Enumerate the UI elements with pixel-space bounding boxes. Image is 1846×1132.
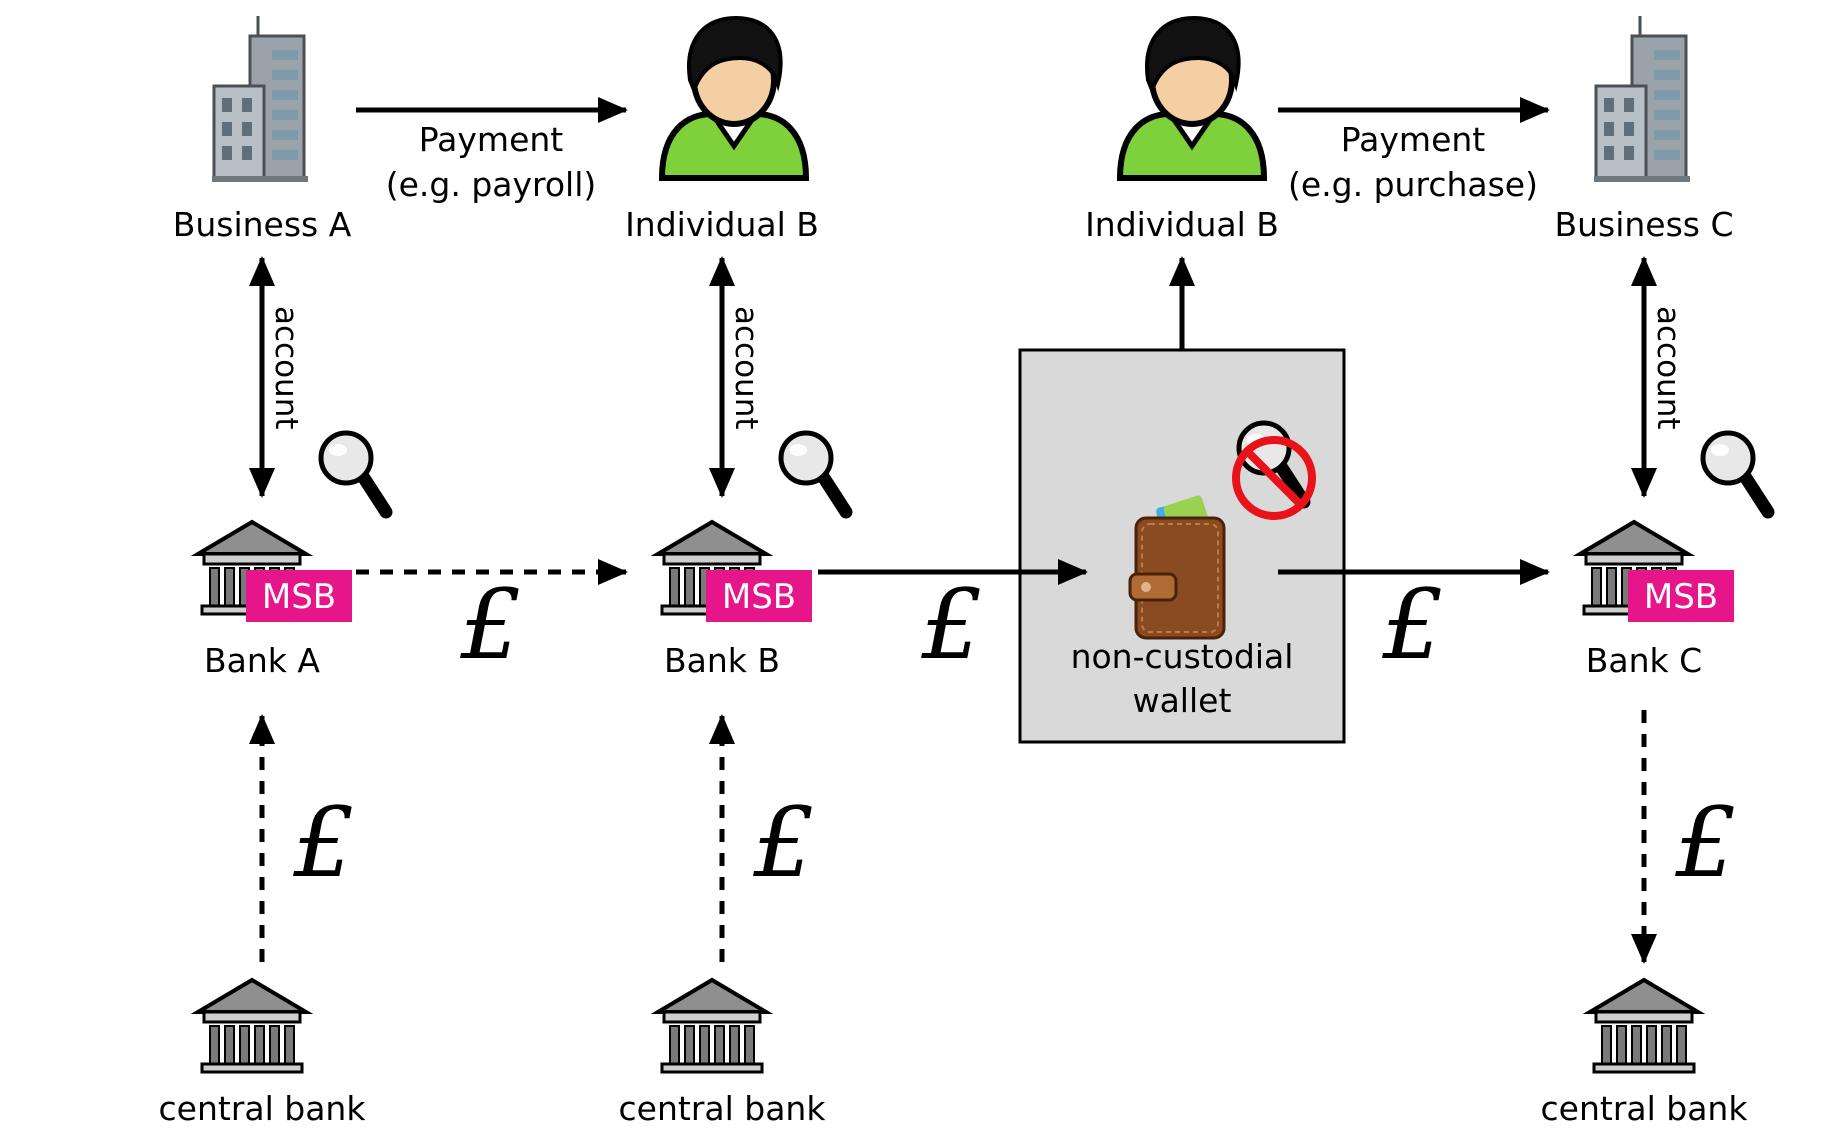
pound-sign-a-b: £ [459,569,521,681]
bank-a-label: Bank A [204,641,320,680]
magnifying-glass-icon [1703,433,1768,512]
central-bank-a-icon [196,978,308,1074]
wallet-label-line1: non-custodial [1071,637,1294,676]
prohibited-icon [1232,436,1316,520]
account-label-c: account [1650,306,1686,430]
central-bank-c-label: central bank [1541,1089,1749,1128]
account-label-b: account [728,306,764,430]
payment-left-line1: Payment [419,120,564,159]
msb-label-a: MSB [262,577,336,617]
payment-right-line2: (e.g. purchase) [1288,165,1538,204]
wallet-box [1018,348,1346,744]
business-a-label: Business A [173,205,352,244]
msb-badge-b [706,570,812,622]
msb-label-c: MSB [1644,577,1718,617]
business-c-icon [1592,14,1692,184]
business-c-label: Business C [1554,205,1733,244]
individual-b-left-label: Individual B [625,205,819,244]
payment-right-line1: Payment [1341,120,1486,159]
wallet-icon [1128,495,1226,640]
central-bank-b-label: central bank [619,1089,827,1128]
pound-sign-central-c: £ [1674,787,1736,899]
pound-sign-b-wallet: £ [920,569,982,681]
individual-b-right-icon [1120,18,1264,178]
msb-badge-a [246,570,352,622]
wallet-label-line2: wallet [1133,681,1232,720]
magnifying-glass-icon [321,433,386,512]
individual-b-left-icon [662,18,806,178]
central-bank-c-icon [1588,978,1700,1074]
bank-b-label: Bank B [664,641,780,680]
magnifying-glass-icon [781,433,846,512]
msb-badge-c [1628,570,1734,622]
business-a-icon [210,14,310,184]
payment-left-line2: (e.g. payroll) [386,165,597,204]
pound-sign-central-a: £ [292,787,354,899]
central-bank-b-icon [656,978,768,1074]
account-label-a: account [268,306,304,430]
central-bank-a-label: central bank [159,1089,367,1128]
msb-label-b: MSB [722,577,796,617]
bank-c-label: Bank C [1586,641,1702,680]
pound-sign-wallet-c: £ [1381,569,1443,681]
pound-sign-central-b: £ [752,787,814,899]
individual-b-right-label: Individual B [1085,205,1279,244]
